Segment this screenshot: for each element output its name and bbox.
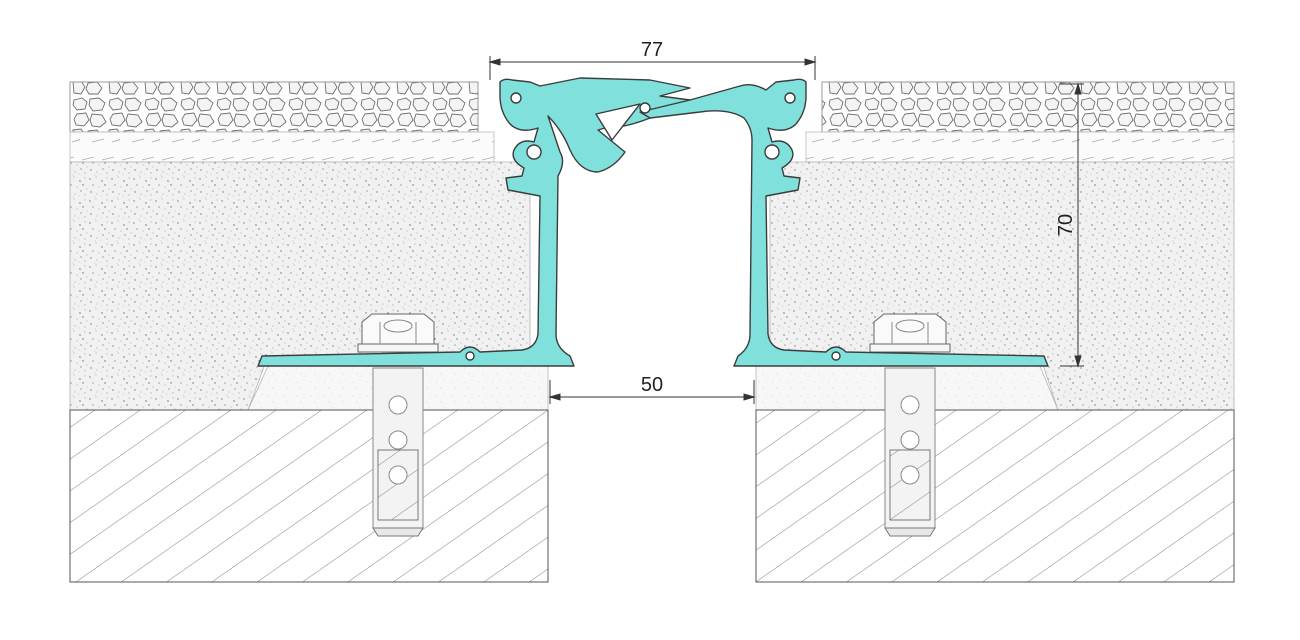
right-profile — [639, 78, 1049, 367]
right-nut — [873, 313, 947, 345]
left-profile-slot — [595, 103, 641, 141]
left-asphalt-layer — [69, 81, 479, 133]
dimension-top-width-label: 77 — [641, 39, 663, 61]
left-anchor-bolt — [357, 313, 439, 537]
right-anchor-bolt — [869, 313, 951, 537]
aluminium-profile — [257, 77, 1049, 367]
left-slab — [69, 81, 549, 583]
right-asphalt-layer — [821, 81, 1235, 133]
right-bond-layer — [805, 131, 1235, 163]
left-nut — [361, 313, 435, 345]
left-bond-layer — [69, 131, 495, 163]
dimension-gap-width-label: 50 — [641, 374, 663, 396]
dimension-top-width — [488, 56, 817, 80]
left-profile — [257, 77, 691, 367]
right-washer — [869, 343, 951, 353]
dimension-height — [1060, 82, 1084, 368]
dimension-height-label: 70 — [1055, 214, 1077, 236]
right-slab — [755, 81, 1235, 583]
left-washer — [357, 343, 439, 353]
dimension-gap-width — [548, 380, 756, 404]
right-concrete-base — [755, 409, 1235, 583]
left-concrete-base — [69, 409, 549, 583]
